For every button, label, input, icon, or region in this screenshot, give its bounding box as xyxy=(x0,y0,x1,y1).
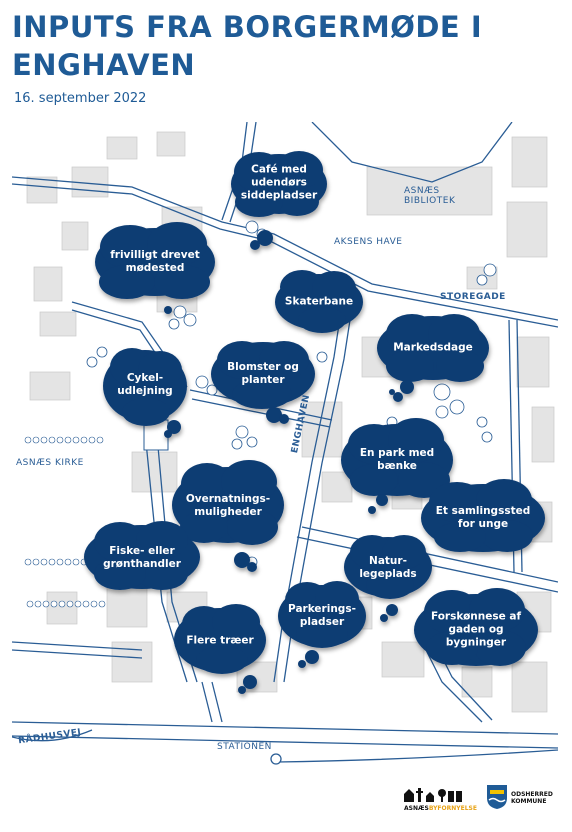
meeting-date: 16. september 2022 xyxy=(14,91,147,106)
cloud-overnatning xyxy=(172,460,284,572)
cloud-traeer xyxy=(174,604,266,694)
logo1-line2: BYFORNYELSE xyxy=(428,805,477,812)
cloud-markedsdage-text: Markedsdage xyxy=(393,341,473,354)
cloud-cafe xyxy=(231,151,327,250)
asnaes-byfornyelse-logo: ASNÆSBYFORNYELSE xyxy=(402,784,477,820)
cloud-skaterbane xyxy=(275,270,363,333)
cloud-moedested xyxy=(95,222,215,314)
map-drawing xyxy=(11,121,559,774)
logo2-line1: ODSHERRED xyxy=(511,791,553,798)
logo1-line1: ASNÆS xyxy=(404,805,429,812)
label-storegade: STOREGADE xyxy=(440,292,506,302)
cloud-parkering xyxy=(278,581,366,668)
cloud-parkering-text: Parkerings-pladser xyxy=(288,603,356,628)
idea-clouds xyxy=(84,151,545,694)
cloud-blomster xyxy=(211,341,315,424)
cloud-skaterbane-text: Skaterbane xyxy=(284,295,354,308)
label-stationen: STATIONEN xyxy=(217,742,272,752)
cloud-overnatning-text: Overnatnings-muligheder xyxy=(185,493,271,518)
page-title: INPUTS FRA BORGERMØDE I ENGHAVEN xyxy=(12,10,483,82)
cloud-cykel-text: Cykel-udlejning xyxy=(117,372,173,397)
label-asnaes-kirke: ASNÆS KIRKE xyxy=(16,458,84,468)
cloud-samlingssted xyxy=(421,479,545,552)
cloud-markedsdage xyxy=(377,314,489,402)
cloud-legeplads-text: Natur-legeplads xyxy=(359,555,417,580)
label-aksens-have: AKSENS HAVE xyxy=(334,237,403,247)
cloud-fisk xyxy=(84,521,200,590)
cloud-forskoennelse xyxy=(414,588,538,666)
coat-of-arms-icon xyxy=(487,785,507,809)
cloud-legeplads xyxy=(344,535,432,622)
logo2-line2: KOMMUNE xyxy=(511,798,547,805)
town-icon xyxy=(404,788,462,802)
cloud-cykel xyxy=(103,348,187,438)
cloud-traeer-text: Flere træer xyxy=(186,634,254,647)
buildings xyxy=(26,131,555,713)
